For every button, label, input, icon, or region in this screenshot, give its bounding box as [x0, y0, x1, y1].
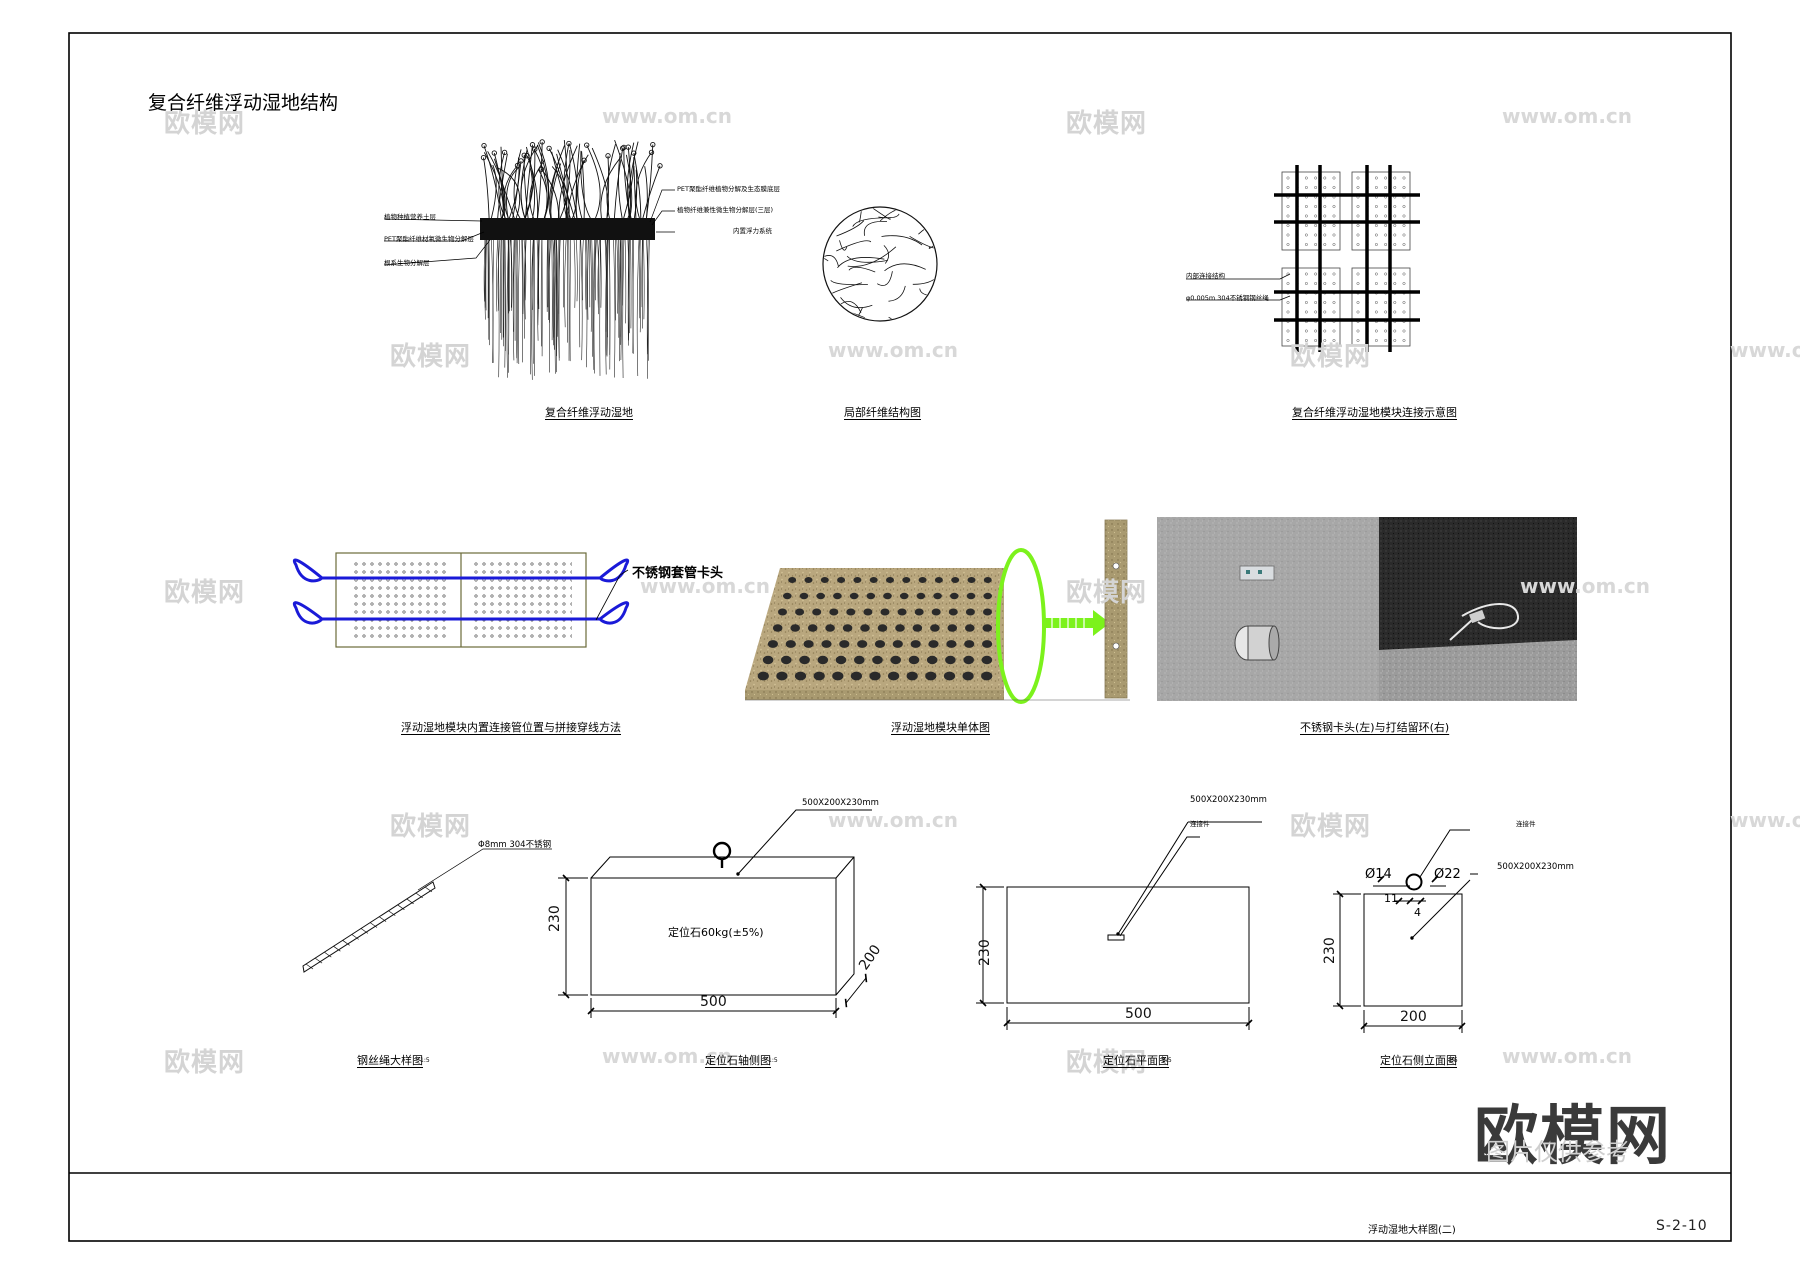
watermark-url: www.om.cn — [1730, 338, 1800, 362]
watermark-logo: 欧模网 — [1066, 578, 1148, 608]
caption-connect: 复合纤维浮动湿地模块连接示意图 — [1292, 406, 1457, 419]
watermark-logo: 欧模网 — [164, 1048, 246, 1078]
label-side-size: 500X200X230mm — [1497, 862, 1574, 872]
label-plant-fiber-microbe: 植物纤维兼性微生物分解层(三层) — [677, 206, 774, 214]
caption-axon: 定位石轴侧图 — [705, 1054, 771, 1067]
dim-side-4: 4 — [1414, 906, 1421, 919]
watermark-logo: 欧模网 — [390, 812, 472, 842]
pipe-threading-drawing — [292, 552, 630, 648]
label-rope-spec: Φ8mm 304不锈钢 — [478, 840, 552, 850]
watermark-logo: 欧模网 — [1290, 812, 1372, 842]
drawing-number: S-2-10 — [1656, 1218, 1708, 1234]
caption-plan: 定位石平面图 — [1103, 1054, 1169, 1067]
steel-rope-drawing — [302, 848, 552, 973]
watermark-url: www.om.cn — [1730, 808, 1800, 832]
anchor-stone-plan-drawing — [976, 821, 1262, 1030]
dim-plan-height: 230 — [977, 939, 993, 966]
watermark-logo: 欧模网 — [1290, 342, 1372, 372]
label-side-part: 连接件 — [1516, 820, 1536, 828]
watermark-url: www.om.cn — [1502, 1044, 1633, 1068]
scale-axon: 1:5 — [768, 1057, 778, 1064]
fiber-structure-drawing — [822, 206, 938, 322]
caption-fiber: 局部纤维结构图 — [844, 406, 921, 419]
drawing-name: 浮动湿地大样图(二) — [1368, 1225, 1456, 1236]
watermark-corner-logo: 欧模网 — [1474, 1100, 1672, 1174]
module-unit-drawing — [745, 519, 1130, 704]
module-connection-drawing — [1186, 165, 1420, 352]
label-root-microbe: 根系生物分解层 — [384, 259, 430, 267]
label-inner-conn: 内部连接结构 — [1186, 272, 1225, 280]
caption-pipe: 浮动湿地模块内置连接管位置与拼接穿线方法 — [401, 721, 621, 734]
label-clip: 不锈钢套管卡头 — [632, 566, 724, 581]
watermark-url: www.om.cn — [640, 574, 771, 598]
caption-photo: 不锈钢卡头(左)与打结留环(右) — [1300, 721, 1450, 734]
knot-loop-photo — [1379, 517, 1577, 701]
watermark-logo: 欧模网 — [1066, 1048, 1148, 1078]
scale-rope: 1:5 — [420, 1057, 430, 1064]
caption-rope: 钢丝绳大样图 — [357, 1054, 423, 1067]
caption-side: 定位石侧立面图 — [1380, 1054, 1457, 1067]
dim-plan-width: 500 — [1125, 1006, 1152, 1022]
label-buoyancy: 内置浮力系统 — [733, 227, 772, 235]
label-cable: φ0.005m 304不锈钢钢丝绳 — [1186, 294, 1269, 302]
label-plant-layer: 植物种植营养土层 — [384, 213, 436, 221]
scale-side: 1:5 — [1448, 1057, 1458, 1064]
dim-side-d22: Ø22 — [1434, 867, 1461, 882]
label-pet-microbe: PET聚酯纤维材氧微生物分解层 — [384, 235, 474, 243]
caption-module: 浮动湿地模块单体图 — [891, 721, 990, 734]
watermark-logo: 欧模网 — [164, 109, 246, 139]
watermark-url: www.om.cn — [828, 338, 959, 362]
sheet-title: 复合纤维浮动湿地结构 — [148, 92, 339, 114]
watermark-logo: 欧模网 — [390, 342, 472, 372]
watermark-logo: 欧模网 — [164, 578, 246, 608]
label-pet-plant-eco: PET聚酯纤维植物分解及生态膜底层 — [677, 185, 780, 193]
wetland-section-drawing — [383, 139, 675, 380]
watermark-url: www.om.cn — [1502, 104, 1633, 128]
caption-wetland: 复合纤维浮动湿地 — [545, 406, 633, 419]
label-plan-size: 500X200X230mm — [1190, 795, 1267, 805]
watermark-logo: 欧模网 — [1066, 109, 1148, 139]
anchor-stone-side-drawing — [1333, 829, 1478, 1033]
dim-side-d14: Ø14 — [1365, 867, 1392, 882]
dim-side-11: 11 — [1384, 892, 1398, 905]
dim-side-height: 230 — [1322, 937, 1338, 964]
scale-plan: 1:5 — [1162, 1057, 1172, 1064]
watermark-url: www.om.cn — [828, 808, 959, 832]
dim-axon-height: 230 — [547, 905, 563, 932]
watermark-corner-sub: 图片仅供参考 — [1486, 1138, 1630, 1166]
watermark-url: www.om.cn — [1520, 574, 1651, 598]
label-axon-size: 500X200X230mm — [802, 798, 879, 808]
clip-photo — [1157, 517, 1379, 701]
label-axon-weight: 定位石60kg(±5%) — [668, 926, 764, 939]
label-plan-part: 连接件 — [1190, 820, 1210, 828]
dim-side-width: 200 — [1400, 1009, 1427, 1025]
watermark-url: www.om.cn — [602, 104, 733, 128]
watermark-url: www.om.cn — [602, 1044, 733, 1068]
anchor-stone-axon-drawing — [558, 809, 872, 1018]
dim-axon-width: 500 — [700, 994, 727, 1010]
